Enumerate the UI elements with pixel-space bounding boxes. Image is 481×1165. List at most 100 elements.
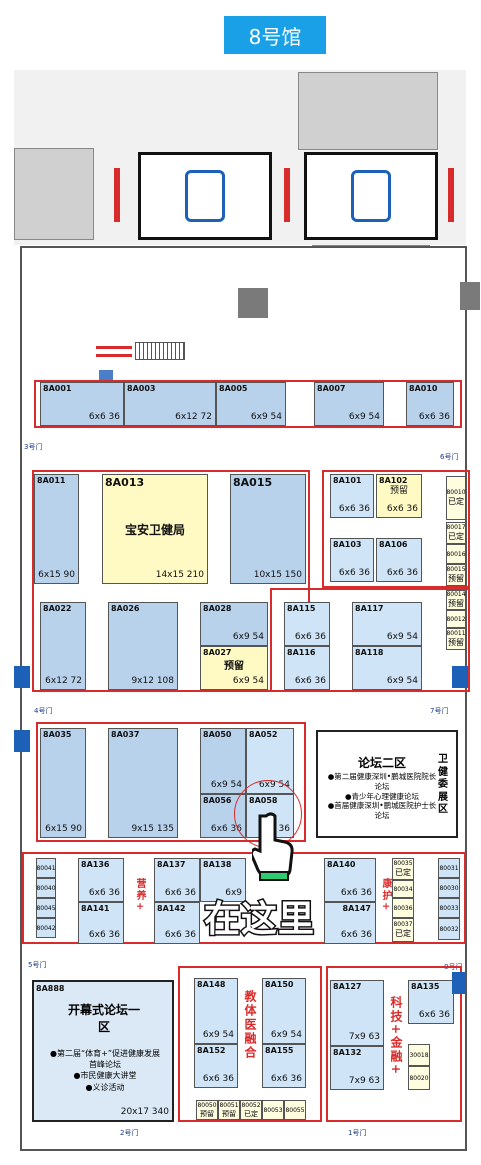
small-booth-80040[interactable]: 80040 [36,878,56,898]
small-booth-80036[interactable]: 80036 [392,898,414,918]
arrow-red [96,346,132,349]
hand-pointer-icon [249,812,296,882]
forum-1-box[interactable]: 8A888 开幕式论坛一区 ●第二届“体育+”促进健康发展首峰论坛●市民健康大讲… [32,980,174,1122]
door-7: 7号门 [430,707,449,715]
zone-block3-bottom [270,588,470,692]
small-booth-80034[interactable]: 80034 [392,880,414,898]
forum-2-box[interactable]: 论坛二区 ●第二届健康深圳•鹏城医院院长论坛●青少年心理健康论坛●首届健康深圳•… [316,730,458,838]
small-booth-30018[interactable]: 30018 [408,1044,430,1066]
column [238,288,268,318]
door-6: 6号门 [440,453,459,461]
small-booth-80042[interactable]: 80042 [36,918,56,938]
stairwell-left [14,148,94,240]
forum-2-items: ●第二届健康深圳•鹏城医院院长论坛●青少年心理健康论坛●首届健康深圳•鹏城医院护… [327,772,437,820]
elevator-male-icon [185,170,225,222]
door-5: 5号门 [28,961,47,969]
small-booth-80016[interactable]: 80016 [446,544,466,564]
stairwell-top [298,72,438,150]
small-booth-80041[interactable]: 80041 [36,858,56,878]
zone-label-care: 康护+ [380,878,391,913]
stairs-icon [135,342,185,360]
zone-label-tech-finance: 科技+金融+ [389,996,403,1077]
small-booth-80053[interactable]: 80053 [262,1100,284,1120]
arrow-red [96,354,132,357]
small-booth-80045[interactable]: 80045 [36,898,56,918]
zone-block5 [22,852,466,944]
door-3: 3号门 [24,443,43,451]
elevator-right [304,152,438,240]
column [460,282,480,310]
forum-1-items: ●第二届“体育+”促进健康发展首峰论坛●市民健康大讲堂●义诊活动 [50,1049,160,1092]
small-booth-80012[interactable]: 80012 [446,610,466,628]
small-booth-80055[interactable]: 80055 [284,1100,306,1120]
hall-title: 8号馆 [224,16,326,54]
door-2: 2号门 [120,1129,139,1137]
small-booth-80031[interactable]: 80031 [438,858,460,878]
elevator-left [138,152,272,240]
zone-block7 [326,966,462,1122]
forum-2-title: 论坛二区 [357,756,406,770]
small-booth-80033[interactable]: 80033 [438,898,460,918]
here-label: 在这里 [202,898,316,942]
forum-2-side-label: 卫健委展区 [438,754,448,815]
forum-1-title: 开幕式论坛一区 [67,1003,140,1034]
small-booth-80032[interactable]: 80032 [438,918,460,940]
small-booth-80020[interactable]: 80020 [408,1066,430,1090]
booth-8a013[interactable]: 8A013 宝安卫健局 14x15 210 [102,474,208,584]
escalator-arrow-right [448,168,454,222]
entrance-marker [14,666,30,688]
escalator-arrow-mid [284,168,290,222]
door-4: 4号门 [34,707,53,715]
small-booth-80030[interactable]: 80030 [438,878,460,898]
zone-block4 [36,722,306,842]
door-1: 1号门 [348,1129,367,1137]
escalator-arrow-left [114,168,120,222]
